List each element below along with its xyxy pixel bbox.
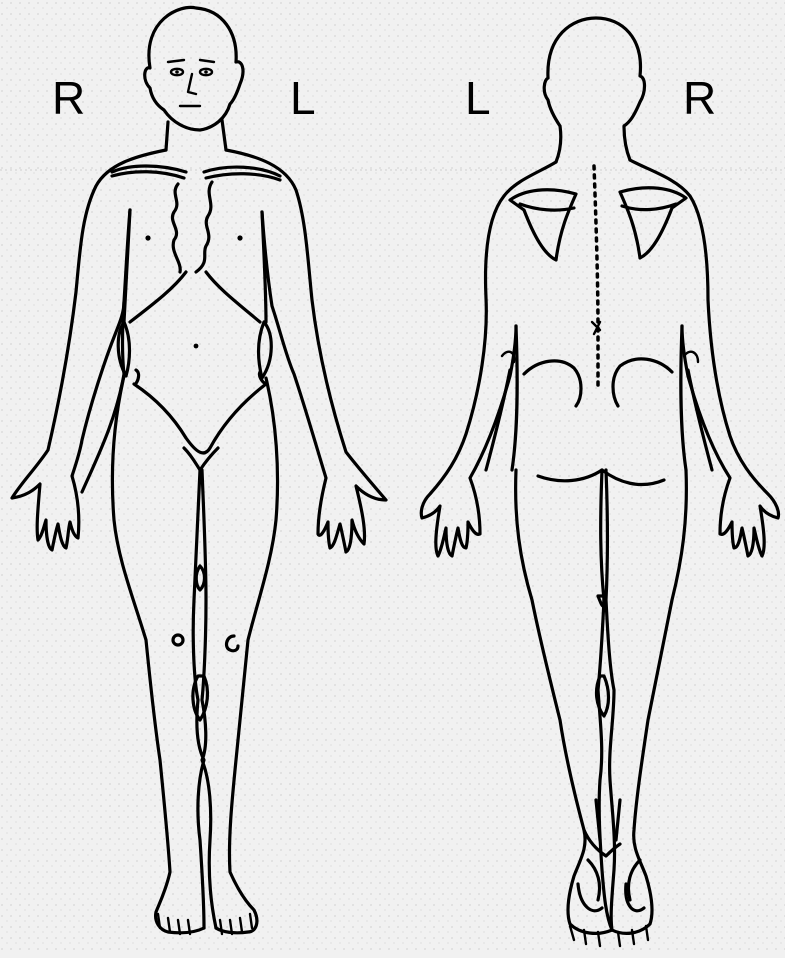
front-right-side-label: R xyxy=(52,75,85,121)
back-left-side-label: L xyxy=(465,75,491,121)
front-navel xyxy=(194,344,199,349)
front-right-nipple xyxy=(145,235,150,240)
front-neck-right xyxy=(166,122,168,150)
front-left-nipple xyxy=(237,235,242,240)
back-right-side-label: R xyxy=(683,75,716,121)
front-left-side-label: L xyxy=(290,75,316,121)
